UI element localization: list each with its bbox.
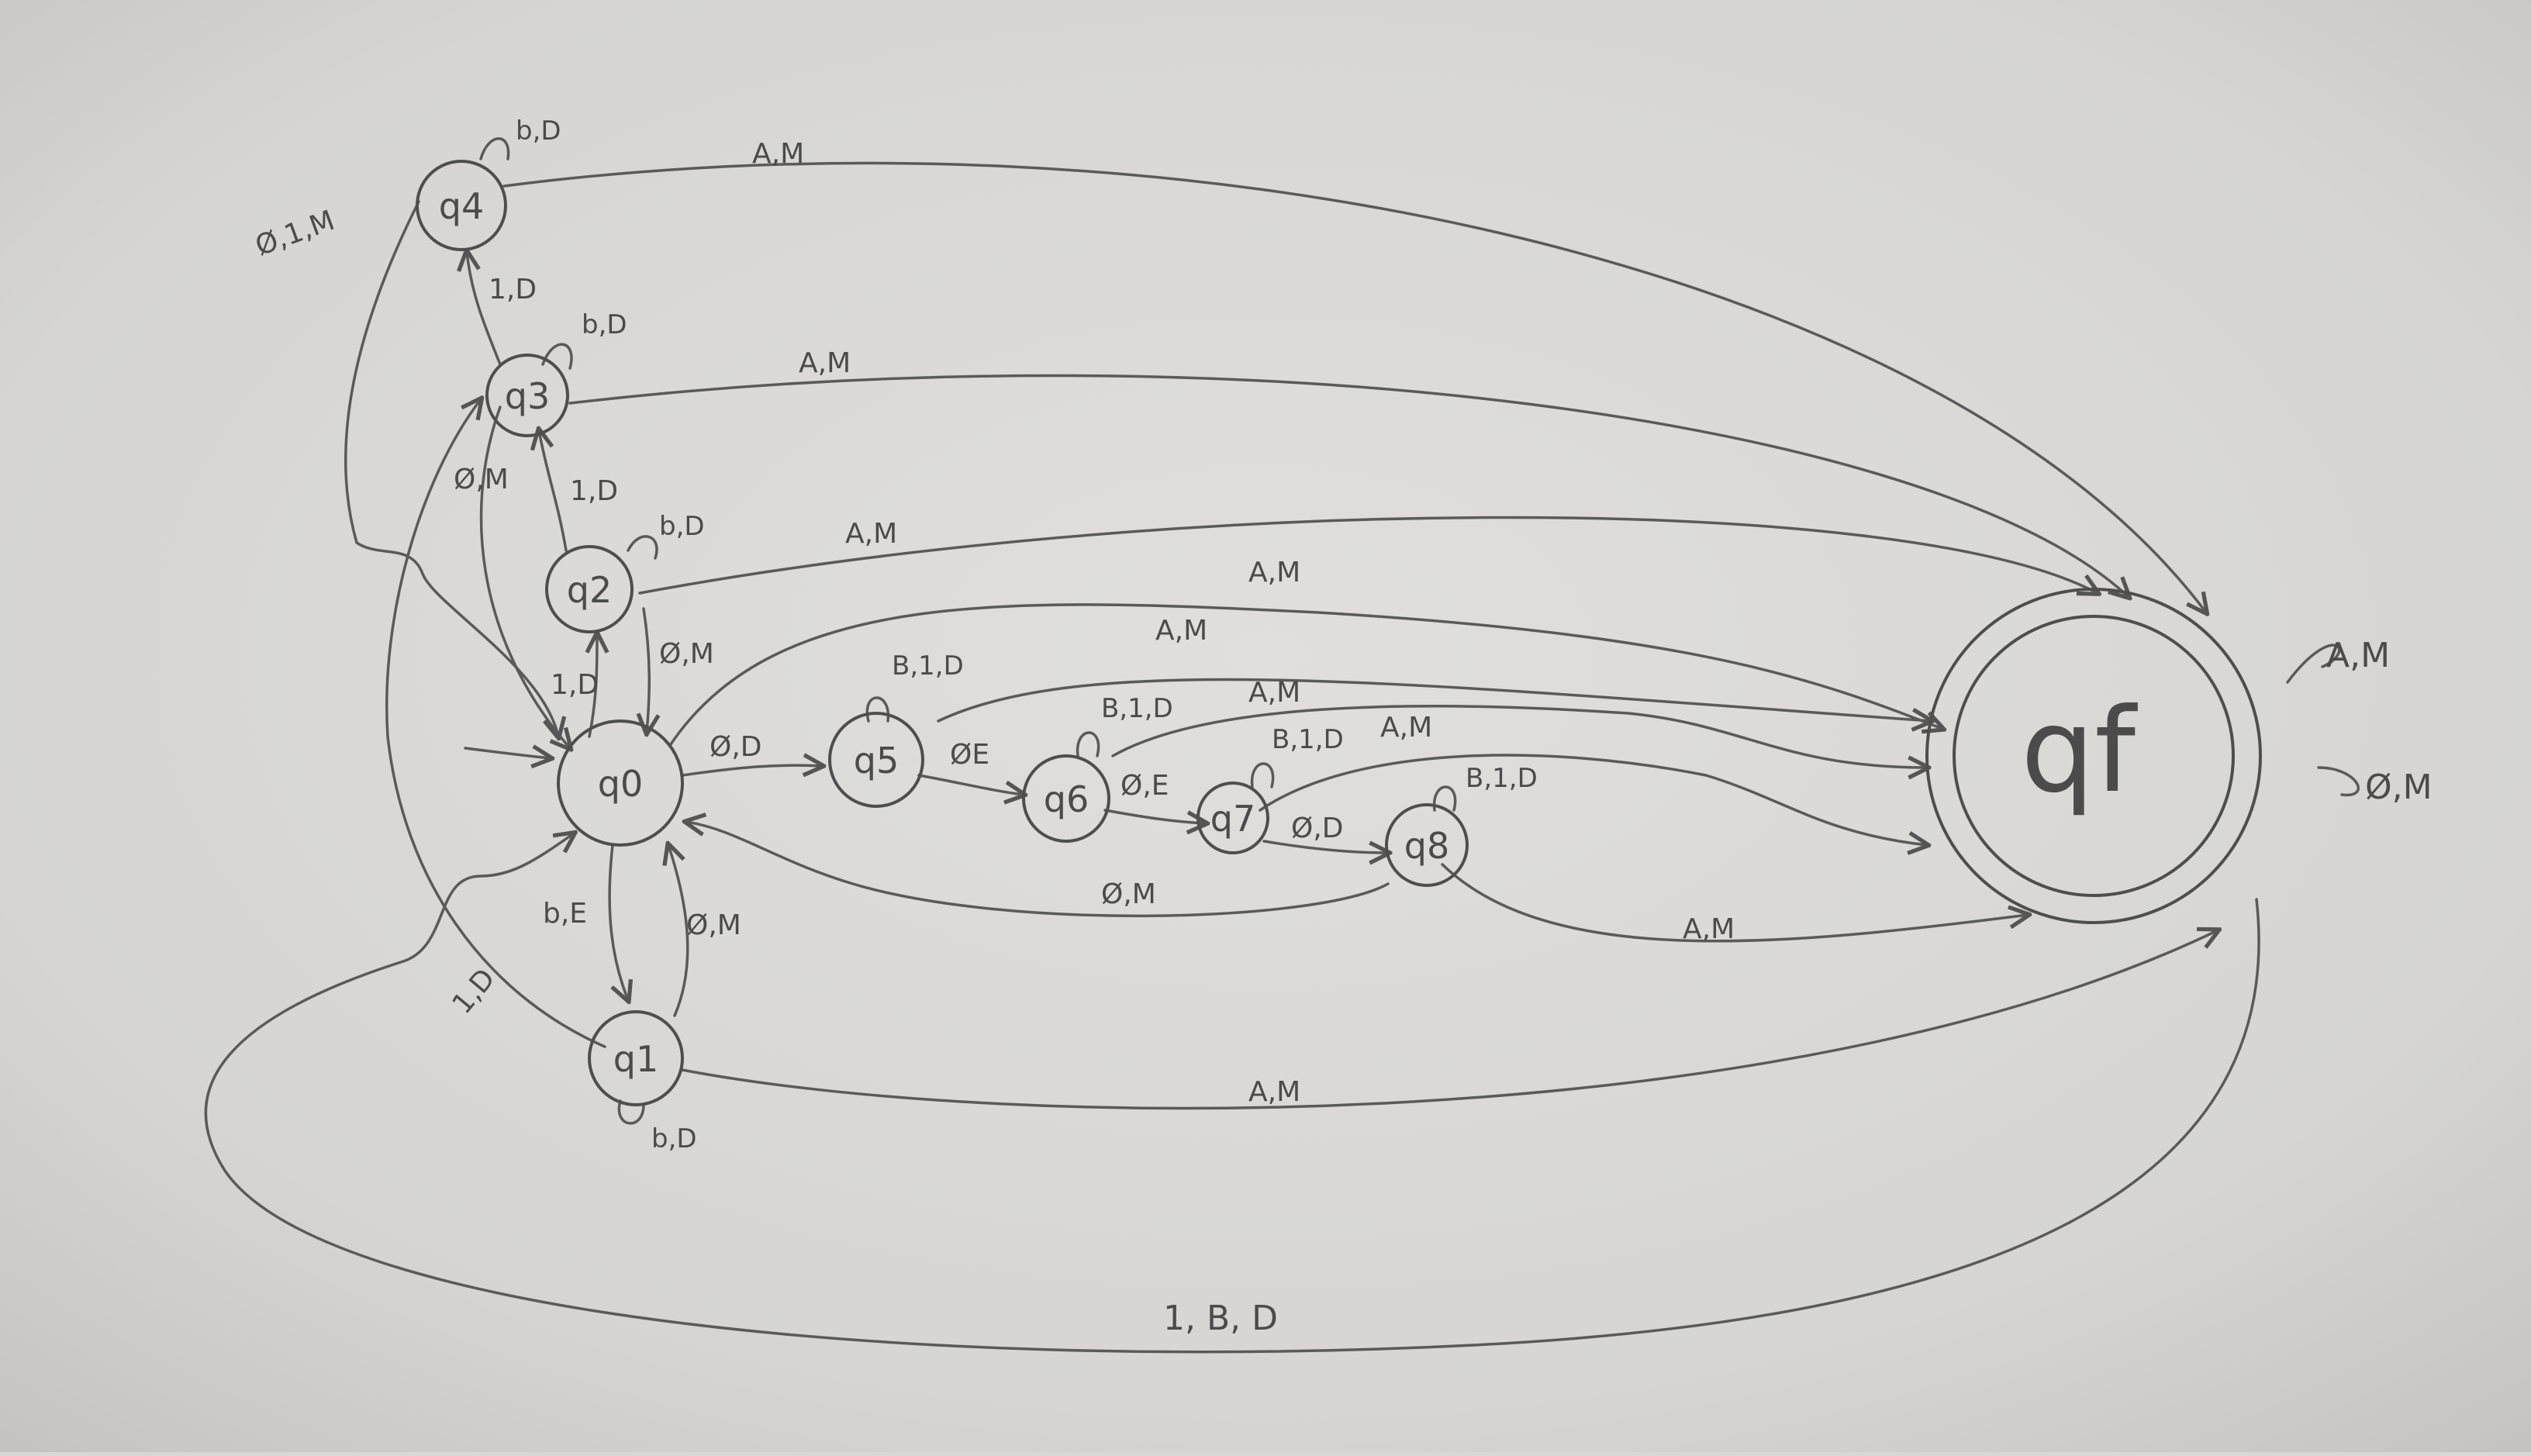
loop-q4 — [479, 137, 510, 160]
state-qf-label: qf — [2021, 684, 2138, 819]
loop-label-q3: b,D — [582, 309, 627, 340]
loop-qf-top — [2286, 643, 2341, 684]
edge-q5-to-q6 — [917, 774, 1024, 795]
svg-text:q0: q0 — [598, 763, 643, 805]
label-q1-to-q0: Ø,M — [686, 909, 741, 941]
label-q1-to-qf: A,M — [1248, 1076, 1300, 1108]
loop-q7 — [1250, 762, 1275, 788]
label-q0-to-q1: b,E — [543, 898, 587, 930]
loop-label-q5: B,1,D — [892, 650, 964, 681]
label-q4-to-qf: A,M — [752, 138, 804, 170]
state-qf: qf — [1925, 588, 2262, 924]
label-q0-to-qf: A,M — [1248, 557, 1300, 588]
loop-label-qf-top: A,M — [2326, 636, 2390, 675]
edge-q2-to-q0 — [644, 607, 649, 733]
edge-q7-to-q8 — [1262, 840, 1388, 853]
loop-label-q4: b,D — [516, 116, 561, 147]
edge-q7-to-qf — [1259, 754, 1927, 845]
loop-q3 — [541, 343, 573, 370]
label-q2-to-qf: A,M — [845, 518, 897, 550]
state-q8: q8 — [1385, 803, 1469, 887]
loop-label-qf-bottom: Ø,M — [2365, 768, 2433, 807]
edge-q0-to-q5 — [681, 765, 822, 775]
edge-q2-to-qf — [638, 516, 2098, 593]
edge-q1-to-q3 — [385, 399, 606, 1048]
svg-text:q6: q6 — [1044, 778, 1089, 820]
edge-q8-to-q0 — [686, 822, 1390, 918]
label-q6-to-q7: Ø,E — [1120, 770, 1169, 802]
label-q3-to-q4: 1,D — [489, 274, 537, 305]
loop-q2 — [627, 535, 658, 560]
state-q3: q3 — [485, 354, 569, 437]
label-q8-to-q0: Ø,M — [1101, 878, 1156, 910]
svg-text:q8: q8 — [1404, 825, 1449, 867]
edge-q8-to-qf — [1441, 863, 2028, 943]
loop-label-q6: B,1,D — [1101, 693, 1173, 724]
edge-q4-to-qf — [502, 161, 2206, 612]
edge-q1-to-qf — [681, 930, 2218, 1110]
state-q1: q1 — [588, 1010, 684, 1106]
edge-q5-to-qf — [937, 678, 1931, 721]
edge-q3-to-q4 — [467, 252, 502, 366]
edge-start — [464, 748, 551, 758]
loop-label-q2: b,D — [659, 511, 705, 542]
label-q7-to-qf: A,M — [1380, 712, 1432, 744]
loop-label-q1: b,D — [651, 1123, 697, 1154]
svg-text:q5: q5 — [854, 740, 899, 781]
edge-q4-to-q0 — [344, 200, 558, 737]
edge-q6-to-qf — [1111, 705, 1927, 768]
label-q2-to-q3: 1,D — [570, 475, 618, 507]
svg-text:q7: q7 — [1210, 798, 1255, 840]
label-q5-to-q6: ØE — [950, 739, 989, 771]
loop-qf-bottom — [2317, 766, 2360, 797]
edge-q6-to-q7 — [1103, 809, 1206, 823]
edge-q0-to-q2 — [589, 634, 597, 738]
state-q0: q0 — [557, 719, 684, 847]
edge-q3-to-qf — [568, 374, 2129, 597]
label-q0-to-q5: Ø,D — [710, 731, 762, 763]
state-q4: q4 — [416, 160, 507, 251]
svg-text:q3: q3 — [505, 375, 550, 417]
svg-text:q1: q1 — [613, 1038, 658, 1080]
label-bottom-loop: 1, B, D — [1163, 1299, 1278, 1338]
label-q3-to-qf: A,M — [799, 347, 851, 379]
loop-q8 — [1432, 785, 1457, 812]
edge-q3-to-q0 — [479, 405, 570, 748]
state-q7: q7 — [1196, 781, 1269, 854]
label-q3-to-q0: Ø,M — [454, 464, 509, 495]
label-q5-to-qf: A,M — [1155, 615, 1207, 647]
loop-q6 — [1076, 731, 1100, 757]
svg-text:q4: q4 — [439, 185, 484, 227]
state-q5: q5 — [828, 712, 924, 808]
edge-bottom-loop — [204, 833, 2260, 1354]
state-q2: q2 — [545, 545, 634, 633]
loop-q5 — [865, 696, 890, 723]
label-q2-to-q0: Ø,M — [659, 638, 714, 670]
label-q7-to-q8: Ø,D — [1291, 813, 1344, 844]
edge-q0-to-q1 — [608, 844, 628, 1000]
edge-q0-to-qf — [669, 603, 1942, 746]
svg-text:q2: q2 — [567, 569, 612, 611]
edge-q1-to-q0 — [668, 845, 689, 1017]
label-q6-to-qf: A,M — [1248, 677, 1300, 709]
label-q0-to-q2: 1,D — [551, 669, 599, 701]
loop-label-q8: B,1,D — [1466, 763, 1538, 794]
loop-label-q7: B,1,D — [1272, 724, 1344, 755]
loop-q1 — [617, 1099, 645, 1125]
state-q6: q6 — [1022, 754, 1110, 843]
label-q8-to-qf: A,M — [1683, 913, 1735, 945]
edge-q2-to-q3 — [539, 430, 568, 552]
